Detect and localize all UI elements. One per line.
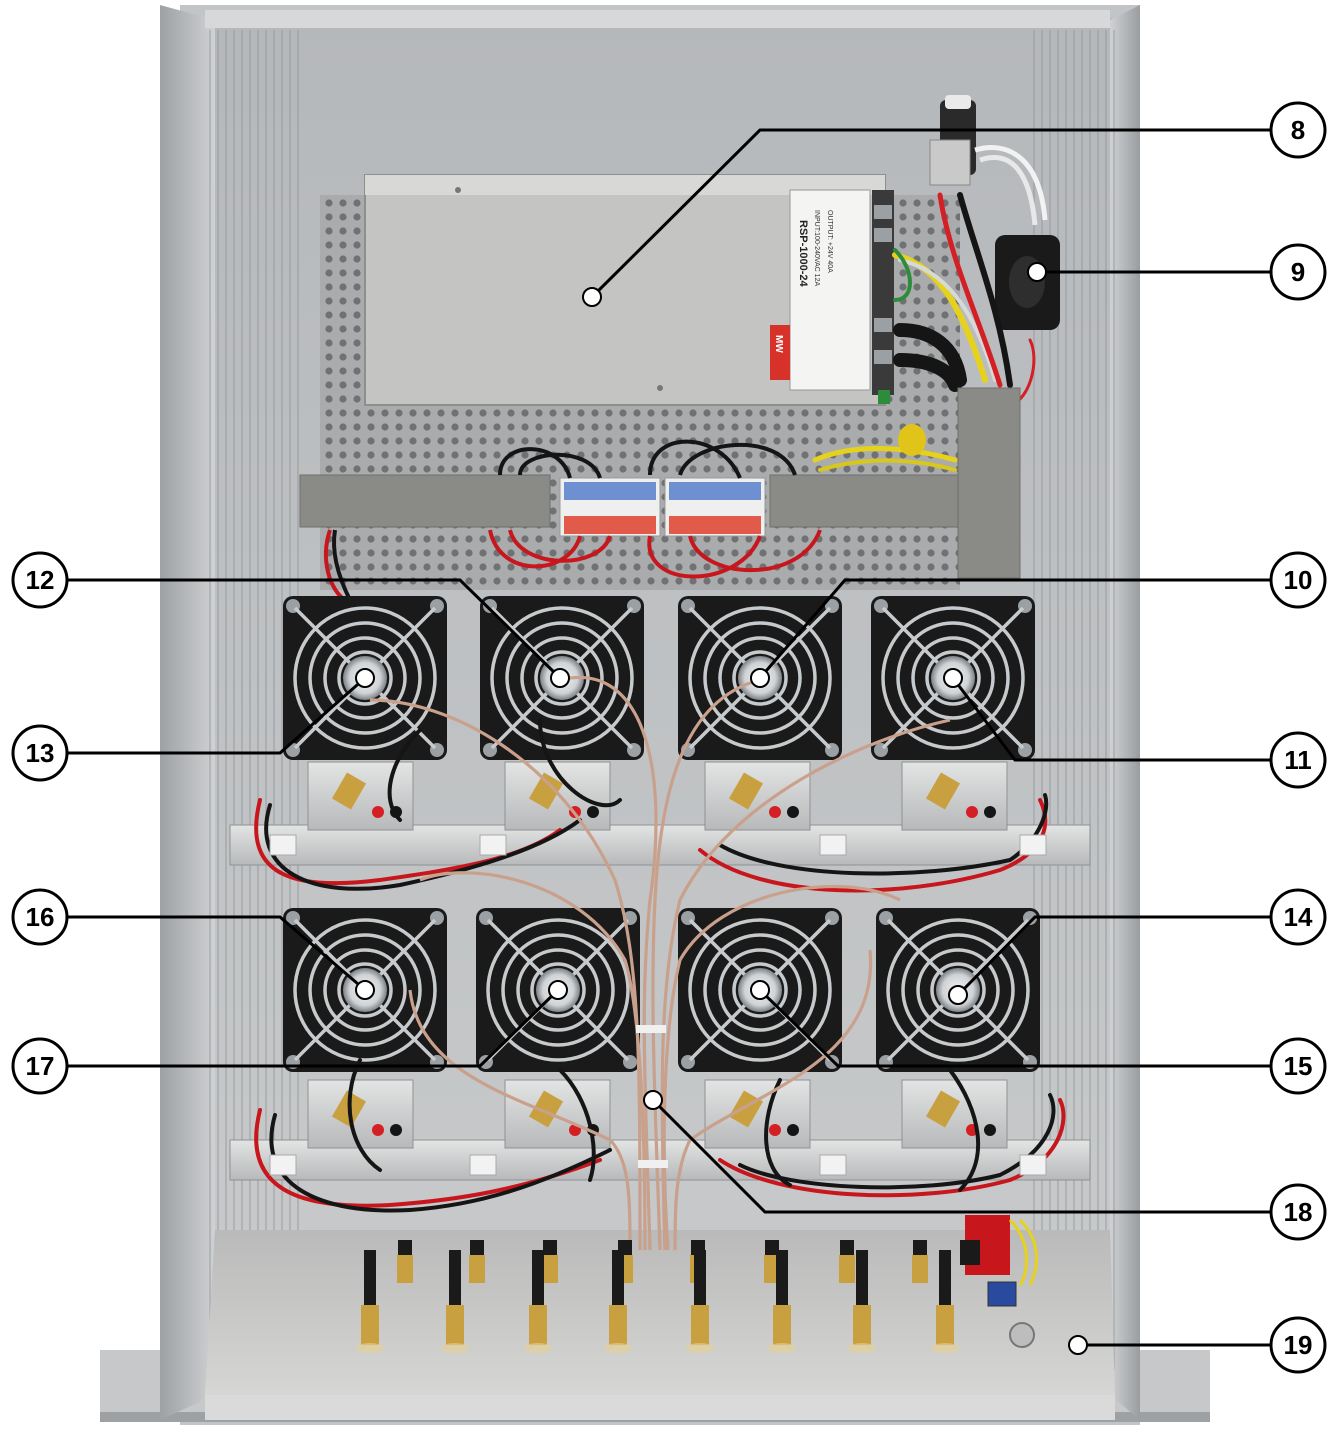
ferrite-toroid [995,235,1060,330]
callout-layer: 8 9 10 11 12 13 14 15 16 17 18 19 [11,101,1327,1374]
cable-duct-left [299,474,551,528]
cable-tie [636,1025,666,1033]
terminal-block-right [664,477,766,537]
psu-label [789,189,871,391]
amplifier-module [704,761,811,831]
callout-11: 11 [943,668,1327,789]
callout-18: 18 [643,1090,1327,1241]
callout-number: 13 [26,738,55,768]
callout-12: 12 [11,551,570,688]
callout-anchor-dot [750,668,770,688]
callout-15: 15 [750,980,1327,1095]
callout-9: 9 [1027,243,1327,301]
callout-circle [1269,888,1327,946]
svg-text:MW: MW [773,335,784,353]
callout-anchor-dot [1068,1335,1088,1355]
callout-number: 18 [1284,1197,1313,1227]
callout-anchor-dot [550,668,570,688]
psu-output-text: OUTPUT: +24V 40A [826,210,833,273]
cable-duct-vertical [957,387,1021,579]
amplifier-module [901,1079,1008,1149]
callout-16: 16 [11,888,375,1000]
callout-number: 19 [1284,1330,1313,1360]
callout-number: 11 [1284,745,1312,775]
callout-14: 14 [948,888,1327,1005]
callout-number: 17 [26,1051,55,1081]
amplifier-module [307,761,414,831]
cable-tie [638,1160,668,1168]
cable-tie-yellow [898,424,926,456]
callout-number: 16 [26,902,55,932]
callout-circle [1269,1316,1327,1374]
power-supply: RSP-1000-24 INPUT:100-240VAC 12A OUTPUT:… [364,174,894,406]
callout-19: 19 [1068,1316,1327,1374]
amplifier-module [704,1079,811,1149]
callout-circle [11,724,69,782]
callout-anchor-dot [943,668,963,688]
callout-anchor-dot [1027,262,1047,282]
callout-circle [1269,551,1327,609]
mains-inlet [929,95,1048,226]
callout-number: 9 [1291,257,1305,287]
callout-anchor-dot [548,980,568,1000]
callout-circle [11,1037,69,1095]
callout-anchor-dot [948,985,968,1005]
callout-circle [1269,1037,1327,1095]
terminal-block-left [559,477,661,537]
callout-number: 8 [1291,115,1305,145]
floor [205,1230,1115,1395]
cable-duct-right [769,474,961,528]
callout-13: 13 [11,668,375,782]
callout-circle [1269,1183,1327,1241]
callout-number: 12 [26,565,55,595]
psu-model-text: RSP-1000-24 [797,220,809,288]
callout-circle [1269,101,1327,159]
callout-number: 14 [1284,902,1313,932]
amplifier-module [901,761,1008,831]
psu-input-text: INPUT:100-240VAC 12A [813,210,820,286]
callout-circle [1269,731,1327,789]
amplifier-module [307,1079,414,1149]
sma-connectors [356,1240,959,1353]
callout-circle [11,888,69,946]
callout-anchor-dot [355,668,375,688]
bottom-right-terminal [960,1215,1039,1348]
callout-anchor-dot [750,980,770,1000]
callout-anchor-dot [355,980,375,1000]
callout-10: 10 [750,551,1327,688]
callout-number: 15 [1284,1051,1313,1081]
callout-17: 17 [11,980,568,1095]
callout-anchor-dot [582,287,602,307]
callout-circle [1269,243,1327,301]
callout-anchor-dot [643,1090,663,1110]
callout-number: 10 [1284,565,1313,595]
meanwell-logo [770,325,790,380]
callout-circle [11,551,69,609]
callout-8: 8 [582,101,1327,307]
